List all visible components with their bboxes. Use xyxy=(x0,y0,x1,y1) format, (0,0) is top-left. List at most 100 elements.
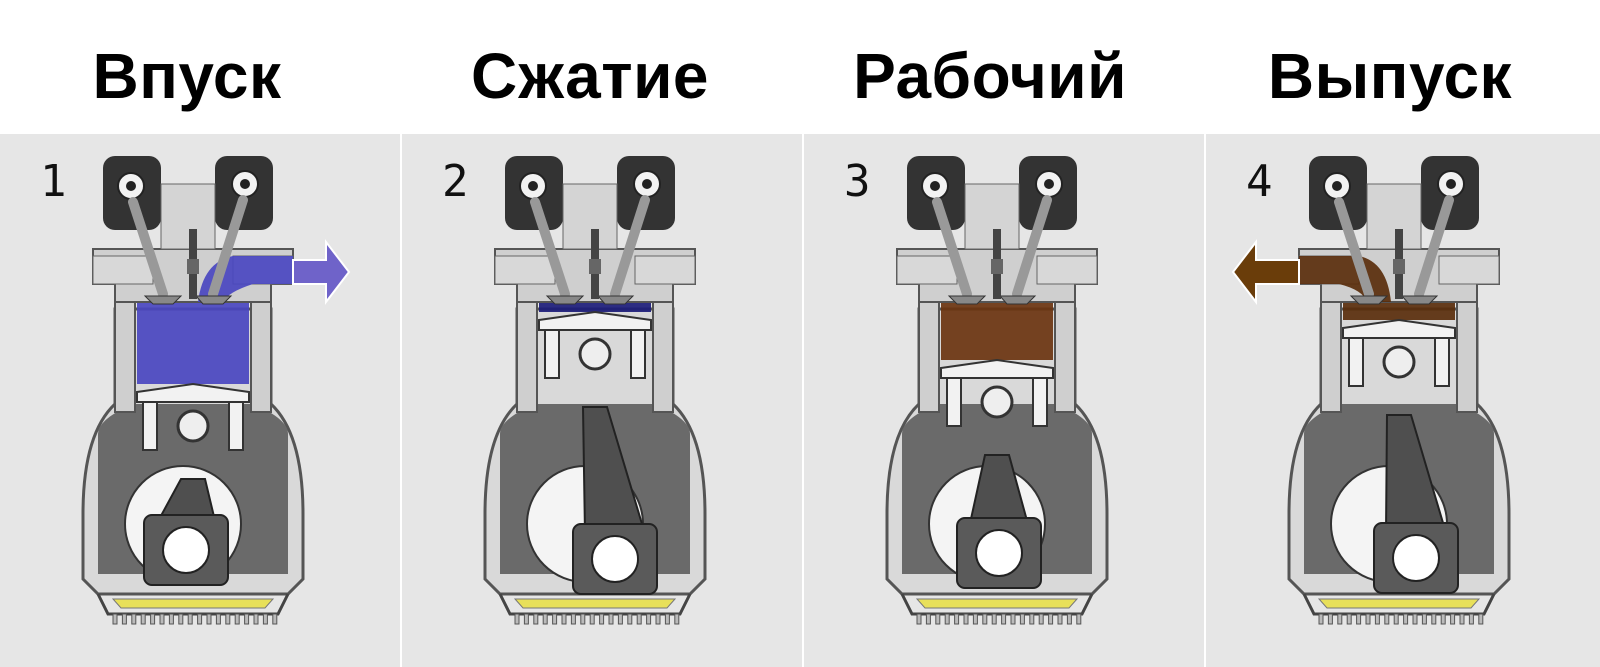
intake-port xyxy=(634,255,696,285)
wrist-pin xyxy=(578,337,612,371)
cam-shaft-left xyxy=(126,181,136,191)
piston-crown xyxy=(538,310,652,331)
cam-shaft-right xyxy=(642,179,652,189)
cooling-fin xyxy=(150,613,156,625)
stroke-number-1: 1 xyxy=(40,156,67,207)
cam-shaft-right xyxy=(1446,179,1456,189)
stroke-panel-2: 2 xyxy=(402,134,802,667)
stroke-panel-4: 4 xyxy=(1206,134,1600,667)
cooling-fin xyxy=(935,613,941,625)
cooling-fin xyxy=(589,613,595,625)
cooling-fin xyxy=(244,613,250,625)
stroke-title-2: Сжатие xyxy=(470,40,710,112)
cooling-fin xyxy=(1468,613,1474,625)
spark-plug-nut xyxy=(991,259,1003,274)
cooling-fin xyxy=(646,613,652,625)
cooling-fin xyxy=(954,613,960,625)
cooling-fin xyxy=(197,613,203,625)
cooling-fin xyxy=(121,613,127,625)
intake-port xyxy=(1036,255,1098,285)
cooling-fin xyxy=(1365,613,1371,625)
intake-arrow xyxy=(292,239,351,305)
cooling-fin xyxy=(1450,613,1456,625)
valve-stem-left xyxy=(1334,197,1374,299)
cooling-fin xyxy=(972,613,978,625)
cooling-fin xyxy=(561,613,567,625)
cooling-fin xyxy=(215,613,221,625)
valve-stem-right xyxy=(1012,195,1052,299)
intake-port xyxy=(1438,255,1500,285)
cooling-fin xyxy=(225,613,231,625)
cooling-fin xyxy=(1076,613,1082,625)
cooling-fin xyxy=(636,613,642,625)
oil-sump xyxy=(915,598,1079,609)
cam-shaft-left xyxy=(930,181,940,191)
piston-crown xyxy=(1342,318,1456,339)
gas-chamber xyxy=(137,302,249,384)
oil-sump xyxy=(1317,598,1481,609)
engine-diagram-4 xyxy=(1231,156,1511,625)
cam-shaft-right xyxy=(1044,179,1054,189)
cylinder-wall-left xyxy=(114,301,136,413)
cooling-fin xyxy=(1440,613,1446,625)
cooling-fin xyxy=(1038,613,1044,625)
cooling-fin xyxy=(1029,613,1035,625)
head-body xyxy=(562,183,618,250)
cooling-fin xyxy=(944,613,950,625)
piston-skirt-right xyxy=(1434,337,1450,387)
cooling-fin xyxy=(1412,613,1418,625)
exhaust-arrow xyxy=(1231,239,1300,305)
cooling-fin xyxy=(1048,613,1054,625)
piston-skirt-left xyxy=(1348,337,1364,387)
piston-skirt-right xyxy=(1032,377,1048,427)
cylinder-wall-left xyxy=(918,301,940,413)
cooling-fin xyxy=(533,613,539,625)
spark-plug-nut xyxy=(1393,259,1405,274)
cooling-fin xyxy=(580,613,586,625)
oil-sump xyxy=(111,598,275,609)
engine-diagram-1 xyxy=(81,156,351,625)
cooling-fin xyxy=(1318,613,1324,625)
cooling-fin xyxy=(272,613,278,625)
cooling-fin xyxy=(617,613,623,625)
oil-sump xyxy=(513,598,677,609)
valve-head-left xyxy=(545,295,585,305)
exhaust-port xyxy=(92,255,154,285)
cooling-fin xyxy=(1327,613,1333,625)
stroke-panel-1: 1 xyxy=(0,134,400,667)
piston-skirt-left xyxy=(544,329,560,379)
piston-crown xyxy=(940,358,1054,379)
cooling-fin xyxy=(1374,613,1380,625)
piston-skirt-right xyxy=(630,329,646,379)
cooling-fin xyxy=(234,613,240,625)
cooling-fin xyxy=(664,613,670,625)
engine-diagram-3 xyxy=(885,156,1109,625)
cooling-fin xyxy=(570,613,576,625)
cooling-fin xyxy=(1384,613,1390,625)
cooling-fin xyxy=(1057,613,1063,625)
stroke-title-4: Выпуск xyxy=(1267,40,1513,112)
cooling-fin xyxy=(1346,613,1352,625)
stroke-title-1: Впуск xyxy=(92,40,282,112)
cooling-fin xyxy=(514,613,520,625)
valve-head-left xyxy=(947,295,987,305)
cooling-fin xyxy=(140,613,146,625)
spark-plug-nut xyxy=(187,259,199,274)
piston-skirt-left xyxy=(946,377,962,427)
cooling-fin xyxy=(1066,613,1072,625)
diagram-panels: 1 2 3 4 xyxy=(0,134,1600,667)
wrist-pin xyxy=(176,409,210,443)
valve-head-right xyxy=(1400,295,1439,305)
cylinder-wall-right xyxy=(250,301,272,413)
cooling-fin xyxy=(159,613,165,625)
crank-pin xyxy=(975,529,1023,577)
stroke-title-3: Рабочий ход xyxy=(853,40,1127,192)
engine-diagram-2 xyxy=(483,156,707,625)
valve-stem-right xyxy=(610,195,650,299)
crank-pin xyxy=(591,535,639,583)
cooling-fin xyxy=(262,613,268,625)
cooling-fin xyxy=(178,613,184,625)
cylinder-wall-right xyxy=(652,301,674,413)
valve-head-right xyxy=(194,295,233,305)
cylinder-wall-right xyxy=(1054,301,1076,413)
